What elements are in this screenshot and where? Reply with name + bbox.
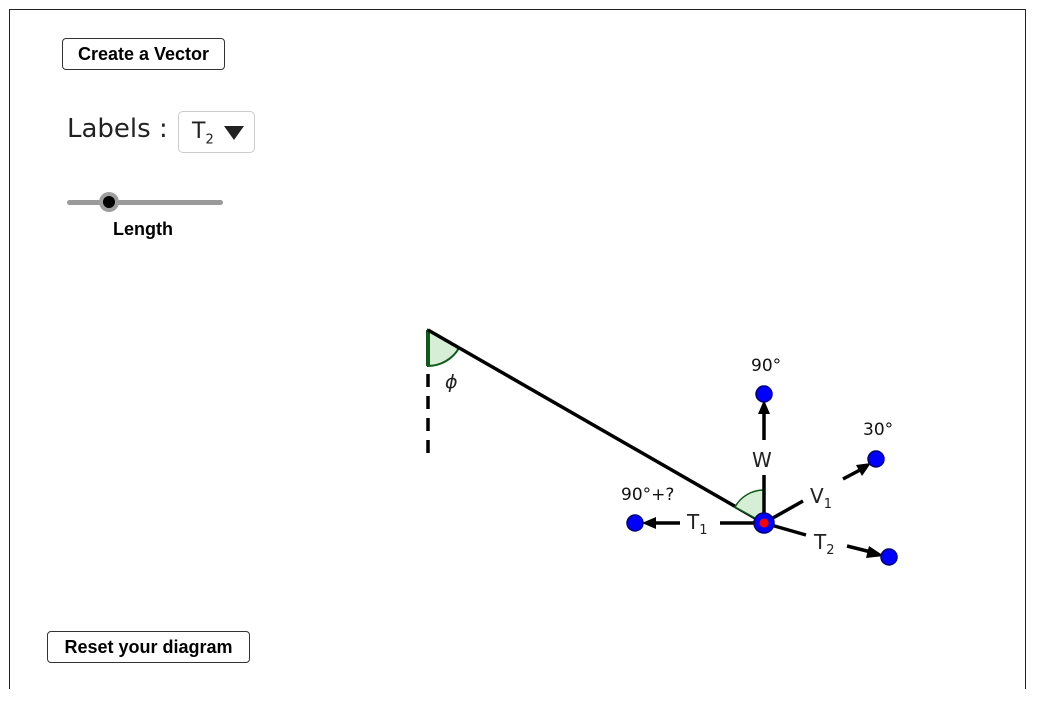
length-slider-label: Length	[113, 219, 173, 239]
reset-diagram-button[interactable]: Reset your diagram	[47, 631, 250, 663]
v1-angle-label: 30°	[863, 420, 893, 440]
w-angle-label: 90°	[751, 356, 781, 376]
rope-line	[427, 328, 765, 525]
phi-angle-wedge	[427, 328, 461, 368]
t2-vector-line-right	[846, 544, 872, 554]
t1-arrowhead	[642, 517, 656, 529]
t1-label: T1	[686, 510, 708, 538]
w-handle[interactable]	[755, 385, 773, 403]
center-node-dot	[759, 518, 769, 528]
length-slider-track[interactable]	[67, 200, 223, 205]
length-slider-knob[interactable]	[99, 192, 120, 212]
t2-handle[interactable]	[880, 548, 898, 566]
w-arrowhead	[758, 400, 770, 414]
labels-caption: Labels :	[67, 114, 168, 144]
v1-label: V1	[810, 484, 832, 512]
phi-label: ϕ	[445, 371, 458, 393]
t2-arrowhead	[866, 546, 884, 558]
labels-dropdown-value: T2	[192, 119, 214, 148]
v1-vector-line-upper	[842, 468, 861, 481]
t1-handle[interactable]	[626, 514, 644, 532]
labels-dropdown[interactable]: T2	[178, 111, 255, 153]
chevron-down-icon	[224, 126, 244, 140]
v1-handle[interactable]	[867, 450, 885, 468]
create-vector-button[interactable]: Create a Vector	[62, 38, 225, 70]
w-label: W	[752, 448, 772, 472]
t1-angle-label: 90°+?	[621, 485, 674, 505]
t2-label: T2	[813, 530, 835, 558]
v1-arrowhead	[856, 463, 871, 476]
